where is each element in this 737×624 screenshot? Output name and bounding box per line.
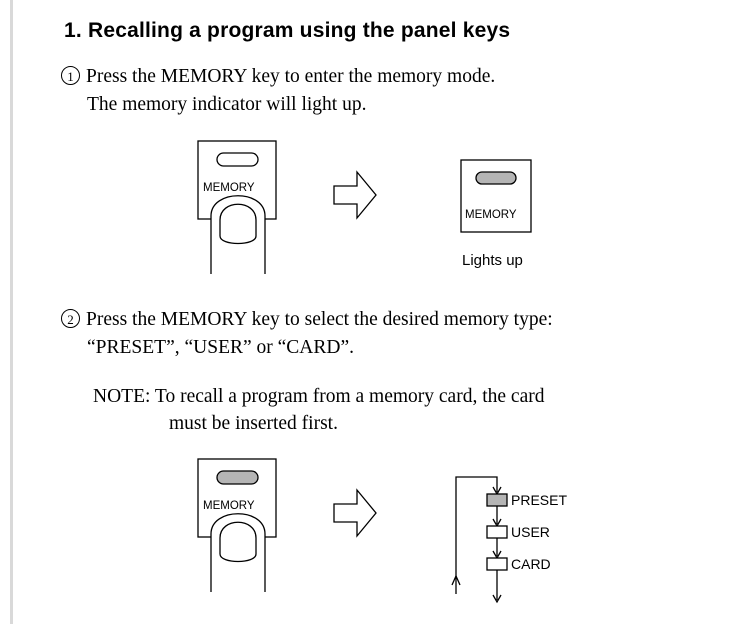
user-indicator — [486, 525, 508, 539]
lit-memory-key-panel — [460, 159, 532, 233]
step-2-line-2: “PRESET”, “USER” or “CARD”. — [87, 337, 355, 358]
step-1-line-1: Press the MEMORY key to enter the memory… — [86, 66, 496, 87]
fingernail-icon-2 — [219, 521, 257, 563]
card-label: CARD — [511, 556, 551, 572]
preset-indicator-lit — [486, 493, 508, 507]
step-2-line-1: Press the MEMORY key to select the desir… — [86, 309, 553, 330]
memory-key-label-2: MEMORY — [203, 500, 255, 512]
user-label: USER — [511, 524, 550, 540]
section-heading: 1. Recalling a program using the panel k… — [64, 19, 511, 42]
fingernail-icon — [219, 203, 257, 245]
step-2: 2 Press the MEMORY key to select the desi… — [61, 306, 553, 333]
memory-indicator-lit — [475, 171, 517, 185]
lit-memory-key-label: MEMORY — [465, 209, 517, 221]
memory-indicator-lit-2 — [216, 470, 259, 485]
right-arrow-icon — [333, 170, 377, 220]
memory-indicator-off — [216, 152, 259, 167]
right-arrow-icon-2 — [333, 488, 377, 538]
note-line-2: must be inserted first. — [169, 413, 338, 434]
card-indicator — [486, 557, 508, 571]
memory-key-label: MEMORY — [203, 182, 255, 194]
lights-up-caption: Lights up — [462, 252, 523, 269]
step-1-line-2: The memory indicator will light up. — [87, 94, 367, 115]
step-1: 1 Press the MEMORY key to enter the memor… — [61, 63, 495, 90]
step-number-2: 2 — [61, 309, 80, 328]
margin-rule — [10, 0, 13, 624]
preset-label: PRESET — [511, 492, 567, 508]
figure-2: MEMORY PRESET USER CARD — [197, 458, 567, 604]
step-number-1: 1 — [61, 66, 80, 85]
figure-1: MEMORY MEMORY Lights up — [197, 140, 532, 274]
note-line-1: NOTE: To recall a program from a memory … — [93, 386, 545, 407]
